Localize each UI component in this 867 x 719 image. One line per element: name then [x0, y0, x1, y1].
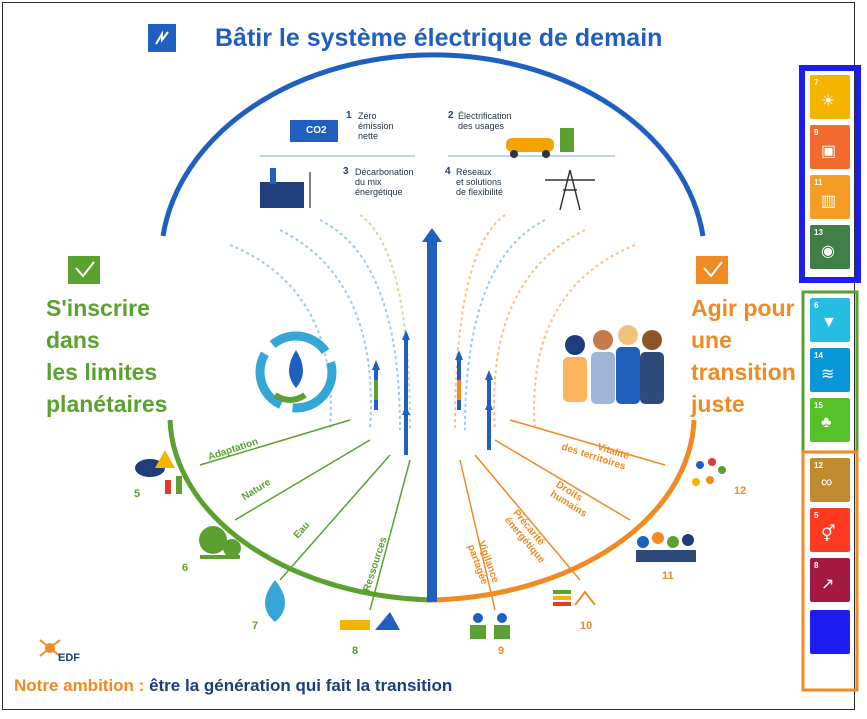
- water-drop-icon: [265, 580, 285, 622]
- left-title-line: dans: [46, 327, 100, 353]
- item-2-num: 2: [448, 110, 454, 121]
- right-title: Agir pour une transition juste: [691, 292, 796, 420]
- sdg-tile-num: 11: [814, 178, 823, 187]
- sdg-tile-num: 5: [814, 511, 819, 520]
- right-title-line: transition: [691, 359, 796, 385]
- sdg-number: 6: [182, 562, 189, 574]
- sdg-tile-num: 15: [814, 401, 823, 410]
- right-title-line: juste: [691, 391, 745, 417]
- sdg-number: 8: [352, 645, 359, 657]
- co2-label: CO2: [306, 125, 327, 136]
- sdg-frame-blue: [799, 65, 861, 283]
- sdg-tile-growth-icon: 8↗: [810, 558, 850, 602]
- sdg-tile-num: 8: [814, 561, 819, 570]
- item-1-num: 1: [346, 110, 352, 121]
- ambition-prefix: Notre ambition :: [14, 676, 145, 695]
- right-title-line: une: [691, 327, 732, 353]
- sdg-tile-city-icon: 11▥: [810, 175, 850, 219]
- left-title-line: S'inscrire: [46, 295, 150, 321]
- edf-logo-icon: [39, 639, 61, 657]
- central-arrow: [427, 240, 437, 602]
- sdg-tile-tree-icon: 15♣: [810, 398, 850, 442]
- right-check-icon: [696, 256, 728, 284]
- edf-logo: EDF: [58, 652, 80, 664]
- sdg-tile-eye-icon: 13◉: [810, 225, 850, 269]
- left-title-line: les limites: [46, 359, 158, 385]
- sdg-number: 5: [134, 488, 141, 500]
- ambition-text: être la génération qui fait la transitio…: [144, 676, 453, 695]
- mining-icon: [340, 612, 400, 630]
- right-title-line: Agir pour: [691, 295, 795, 321]
- item-4-num: 4: [445, 166, 451, 177]
- title-icon: [148, 24, 176, 52]
- sdg-tile-cubes-icon: 9▣: [810, 125, 850, 169]
- left-check-icon: [68, 256, 100, 284]
- left-bottom-arc: [167, 419, 433, 603]
- sdg-tile-num: 12: [814, 461, 823, 470]
- item-4-label: Réseaux et solutions de flexibilité: [456, 167, 504, 197]
- sdg-number: 10: [580, 620, 593, 632]
- sdg-tile-infinity-icon: 12∞: [810, 458, 850, 502]
- sdg-tile-num: 7: [814, 78, 819, 87]
- central-arrowhead: [422, 228, 442, 242]
- item-1-label: Zéro émission nette: [358, 111, 394, 141]
- item-3-num: 3: [343, 166, 349, 177]
- energy-label-icon: [553, 590, 596, 606]
- trees-icon: [199, 526, 241, 559]
- sdg-tile-water-icon: 6▼: [810, 298, 850, 342]
- top-arc: [160, 52, 706, 237]
- electric-car-icon: [506, 128, 574, 158]
- page-title: Bâtir le système électrique de demain: [215, 24, 663, 52]
- sdg-tile-fish-icon: 14≋: [810, 348, 850, 392]
- item-2-label: Électrification des usages: [458, 111, 512, 131]
- left-title-line: planétaires: [46, 391, 168, 417]
- sdg-tile-sun-icon: 7☀: [810, 75, 850, 119]
- storm-icon: [135, 450, 182, 494]
- water-cycle-icon: [255, 331, 337, 413]
- workers-icon: [470, 613, 510, 639]
- sdg-tile-num: 9: [814, 128, 819, 137]
- co2-icon: [290, 120, 338, 142]
- sdg-tile-num: 13: [814, 228, 823, 237]
- item-3-label: Décarbonation du mix énergétique: [355, 167, 414, 197]
- ambition-line: Notre ambition : être la génération qui …: [14, 676, 452, 696]
- crowd-icon: [636, 532, 696, 562]
- left-title: S'inscrire dans les limites planétaires: [46, 292, 167, 420]
- sdg-tile-num: 6: [814, 301, 819, 310]
- pylon-icon: [545, 169, 595, 211]
- sdg-tile-gender-icon: 5⚥: [810, 508, 850, 552]
- sdg-number: 7: [252, 620, 259, 632]
- sdg-number: 9: [498, 645, 505, 657]
- sdg-number: 12: [734, 485, 747, 497]
- location-pins-icon: [692, 458, 726, 486]
- sdg-frame-orange: [801, 450, 859, 692]
- right-bottom-arc: [431, 419, 697, 603]
- sdg-tile-blank-icon: [810, 610, 850, 654]
- sdg-tile-num: 14: [814, 351, 823, 360]
- factory-icon: [260, 168, 311, 208]
- sdg-number: 11: [662, 570, 674, 582]
- workers-illustration-icon: [563, 325, 664, 404]
